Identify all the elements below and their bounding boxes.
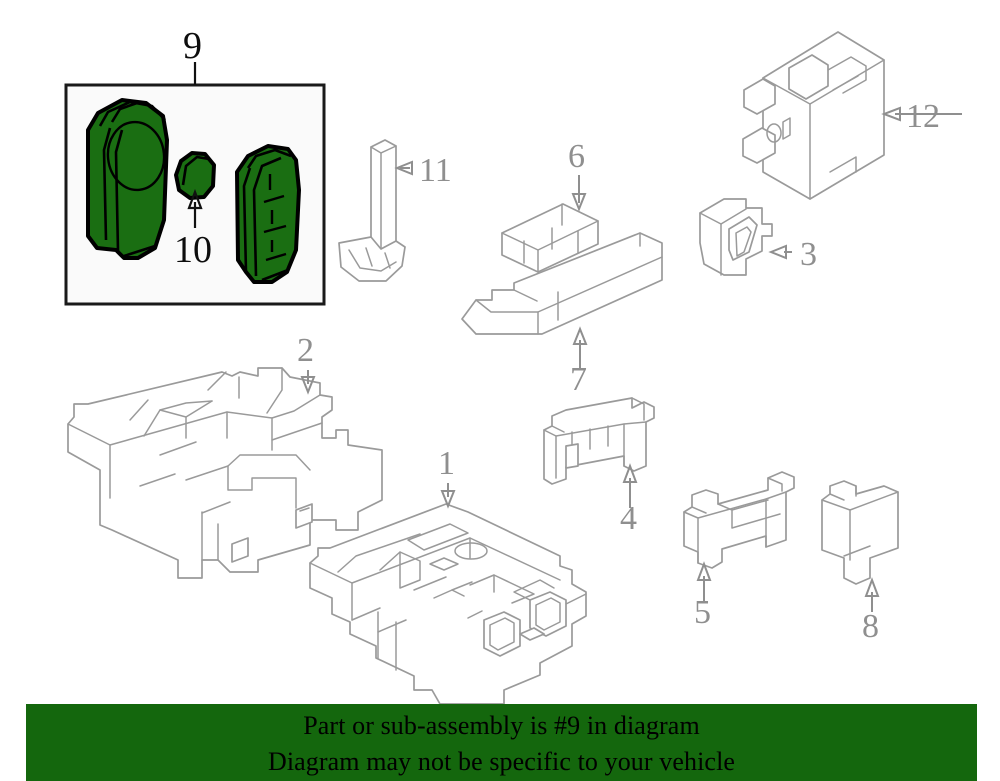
callout-label-4: 4 [620, 500, 637, 537]
part-4-fuse-strip-multi[interactable] [543, 397, 655, 485]
part-6-terminal-bar-block[interactable] [501, 203, 599, 273]
part-10-key-fob-battery[interactable] [174, 151, 216, 200]
part-1-body-control-module[interactable] [309, 503, 587, 705]
callout-label-2: 2 [297, 332, 314, 369]
callout-label-11: 11 [419, 152, 452, 189]
part-12-receiver-control-module[interactable] [742, 31, 885, 200]
callout-label-6: 6 [568, 138, 585, 175]
callout-label-7: 7 [570, 361, 587, 398]
part-8-relay-block-square[interactable] [821, 480, 899, 585]
callout-label-9: 9 [183, 25, 202, 67]
part-2-fuse-relay-box-cover[interactable] [67, 367, 383, 579]
part-5-fuse-link-u-shaped[interactable] [683, 471, 795, 569]
callout-label-5: 5 [694, 594, 711, 631]
part-11-emergency-key-blade[interactable] [338, 139, 406, 282]
callout-label-3: 3 [800, 236, 817, 273]
part-9-key-fob-left-half[interactable] [86, 98, 169, 260]
part-9-key-fob-right-half[interactable] [235, 144, 301, 284]
part-3-relay-connector-block[interactable] [699, 198, 773, 276]
callout-label-1: 1 [438, 445, 455, 482]
banner-line-2: Diagram may not be specific to your vehi… [267, 746, 736, 776]
banner-line-1: Part or sub-assembly is #9 in diagram [303, 711, 700, 740]
part-7-fuse-box-bracket-rail[interactable] [461, 232, 663, 335]
callout-label-12: 12 [906, 98, 940, 135]
callout-label-8: 8 [862, 608, 879, 645]
disclaimer-banner: Part or sub-assembly is #9 in diagram Di… [26, 704, 977, 781]
callout-label-10: 10 [174, 229, 212, 271]
